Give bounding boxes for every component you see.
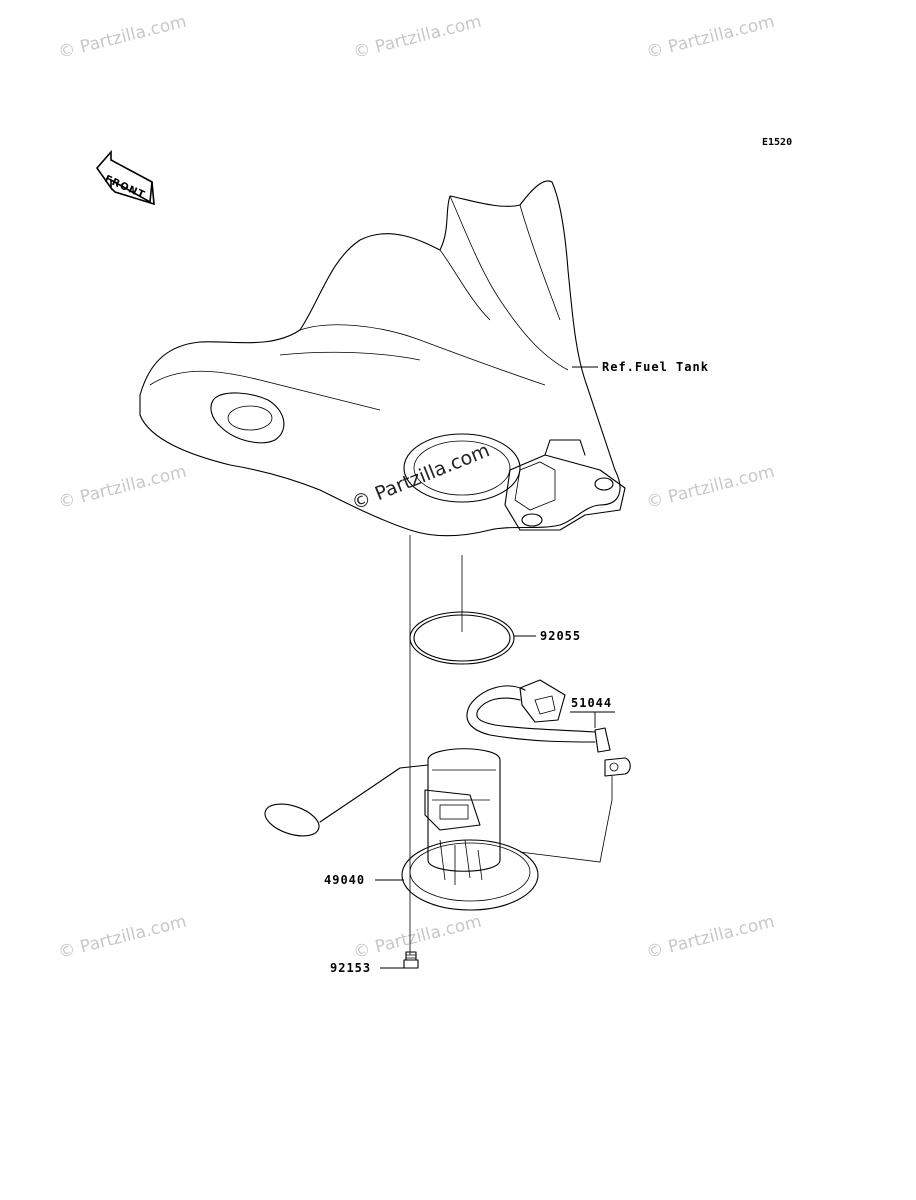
fuel-pump-part: 49040 [264,748,539,911]
watermarks: © Partzilla.com © Partzilla.com © Partzi… [56,12,776,963]
part-number-label: 92153 [330,961,371,975]
fuel-hose-part: 51044 [466,679,631,863]
watermark: © Partzilla.com [349,439,493,514]
watermark: © Partzilla.com [351,912,483,963]
part-number-label: 51044 [571,696,612,710]
bolt-part: 92153 [330,951,419,975]
watermark: © Partzilla.com [644,912,776,963]
part-number-label: 92055 [540,629,581,643]
part-number-label: 49040 [324,873,365,887]
watermark: © Partzilla.com [351,12,483,63]
fuel-tank-drawing [139,180,626,537]
diagram-code: E1520 [762,137,792,148]
watermark: © Partzilla.com [644,462,776,513]
o-ring-part: 92055 [409,611,581,665]
watermark: © Partzilla.com [56,462,188,513]
watermark: © Partzilla.com [56,912,188,963]
front-arrow-icon: FRONT [95,149,155,206]
watermark: © Partzilla.com [644,12,776,63]
reference-callout: Ref.Fuel Tank [572,360,709,374]
watermark: © Partzilla.com [56,12,188,63]
reference-label: Ref.Fuel Tank [602,360,709,374]
